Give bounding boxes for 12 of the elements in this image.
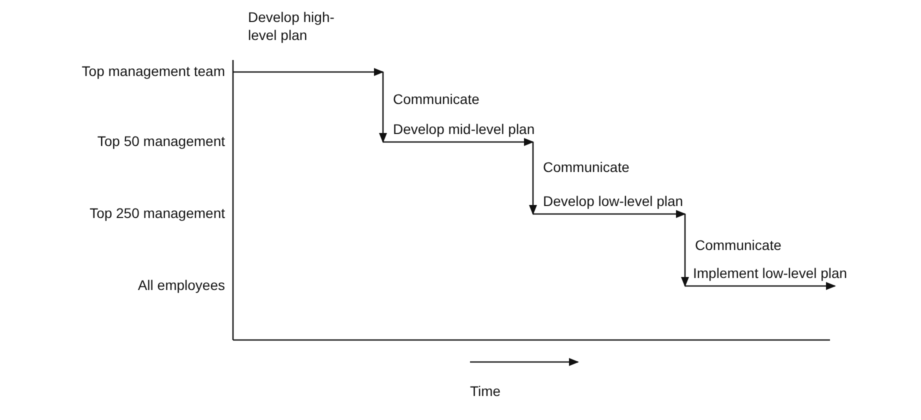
step-label: Communicate: [393, 90, 480, 108]
row-label: Top management team: [82, 62, 225, 80]
row-label: All employees: [138, 276, 225, 294]
step-label: Develop low-level plan: [543, 192, 684, 210]
step-label: Develop mid-level plan: [393, 120, 536, 138]
step-label: Communicate: [695, 236, 782, 254]
step-label: Develop high-level plan: [248, 8, 336, 44]
axis-label: Time: [470, 382, 502, 400]
row-label: Top 250 management: [90, 204, 225, 222]
step-label: Implement low-level plan: [693, 264, 848, 282]
step-label: Communicate: [543, 158, 630, 176]
row-label: Top 50 management: [97, 132, 225, 150]
